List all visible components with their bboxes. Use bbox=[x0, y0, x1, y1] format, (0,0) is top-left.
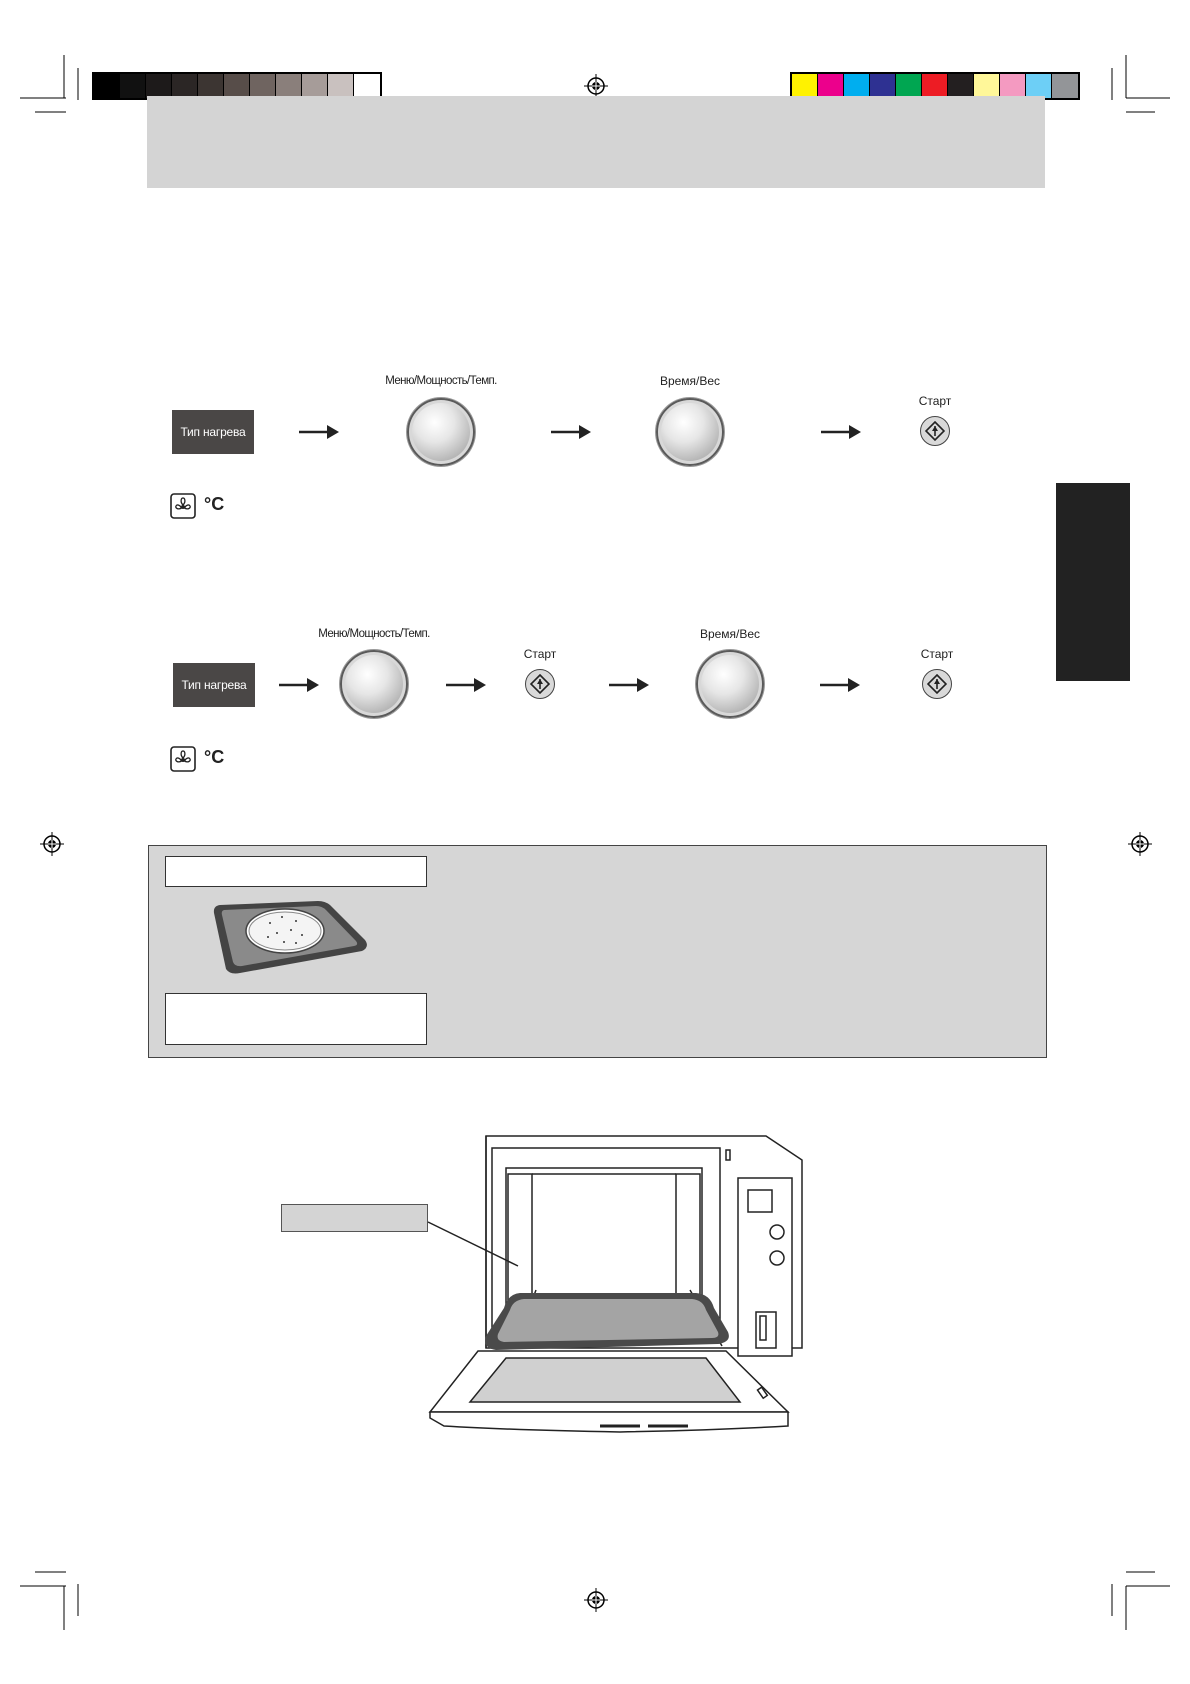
accessory-description-box bbox=[165, 993, 427, 1045]
menu-power-temp-dial[interactable] bbox=[340, 650, 408, 718]
color-swatch bbox=[922, 74, 948, 98]
registration-mark-icon bbox=[584, 1588, 608, 1612]
color-swatch bbox=[198, 74, 224, 98]
arrow-right-icon bbox=[820, 678, 860, 692]
heat-type-button[interactable]: Тип нагрева bbox=[173, 663, 255, 707]
color-swatch bbox=[1000, 74, 1026, 98]
color-swatch bbox=[792, 74, 818, 98]
color-swatch bbox=[870, 74, 896, 98]
start-button[interactable] bbox=[922, 669, 952, 699]
color-swatch bbox=[94, 74, 120, 98]
arrow-right-icon bbox=[609, 678, 649, 692]
temperature-unit: °C bbox=[204, 494, 225, 514]
color-swatch bbox=[224, 74, 250, 98]
arrow-right-icon bbox=[299, 425, 339, 439]
baking-tray-with-pizza-icon bbox=[213, 901, 367, 974]
grayscale-swatch-strip bbox=[92, 72, 382, 100]
arrow-right-icon bbox=[446, 678, 486, 692]
color-swatch bbox=[896, 74, 922, 98]
registration-mark-icon bbox=[40, 832, 64, 856]
start-diamond-icon bbox=[927, 674, 947, 694]
start-label: Старт bbox=[918, 394, 952, 408]
time-weight-dial[interactable] bbox=[656, 398, 724, 466]
convection-fan-icon bbox=[170, 746, 196, 772]
arrow-right-icon bbox=[821, 425, 861, 439]
color-swatch bbox=[1026, 74, 1052, 98]
color-swatch bbox=[120, 74, 146, 98]
accessory-title-box bbox=[165, 856, 427, 887]
color-swatch bbox=[146, 74, 172, 98]
color-swatch bbox=[250, 74, 276, 98]
section-side-tab bbox=[1056, 483, 1130, 681]
color-swatch bbox=[844, 74, 870, 98]
start-label: Старт bbox=[920, 647, 954, 661]
header-bar bbox=[147, 96, 1045, 188]
temperature-unit: °C bbox=[204, 747, 225, 767]
convection-fan-icon bbox=[170, 493, 196, 519]
color-swatch bbox=[354, 74, 380, 98]
microwave-oven-with-tray-illustration bbox=[427, 1135, 803, 1433]
time-weight-label: Время/Вес bbox=[699, 627, 761, 641]
color-swatch bbox=[974, 74, 1000, 98]
color-swatch bbox=[172, 74, 198, 98]
start-button[interactable] bbox=[920, 416, 950, 446]
menu-power-temp-label: Меню/Мощность/Темп. bbox=[385, 375, 497, 387]
arrow-right-icon bbox=[279, 678, 319, 692]
start-label: Старт bbox=[523, 647, 557, 661]
color-swatch bbox=[328, 74, 354, 98]
color-swatch bbox=[302, 74, 328, 98]
start-button[interactable] bbox=[525, 669, 555, 699]
start-diamond-icon bbox=[925, 421, 945, 441]
color-swatch bbox=[818, 74, 844, 98]
color-swatch bbox=[948, 74, 974, 98]
color-swatch bbox=[1052, 74, 1078, 98]
time-weight-label: Время/Вес bbox=[659, 374, 721, 388]
callout-label-box bbox=[281, 1204, 428, 1232]
heat-type-button[interactable]: Тип нагрева bbox=[172, 410, 254, 454]
time-weight-dial[interactable] bbox=[696, 650, 764, 718]
menu-power-temp-label: Меню/Мощность/Темп. bbox=[318, 628, 430, 640]
color-swatch bbox=[276, 74, 302, 98]
start-diamond-icon bbox=[530, 674, 550, 694]
registration-mark-icon bbox=[1128, 832, 1152, 856]
arrow-right-icon bbox=[551, 425, 591, 439]
menu-power-temp-dial[interactable] bbox=[407, 398, 475, 466]
registration-mark-icon bbox=[584, 74, 608, 98]
